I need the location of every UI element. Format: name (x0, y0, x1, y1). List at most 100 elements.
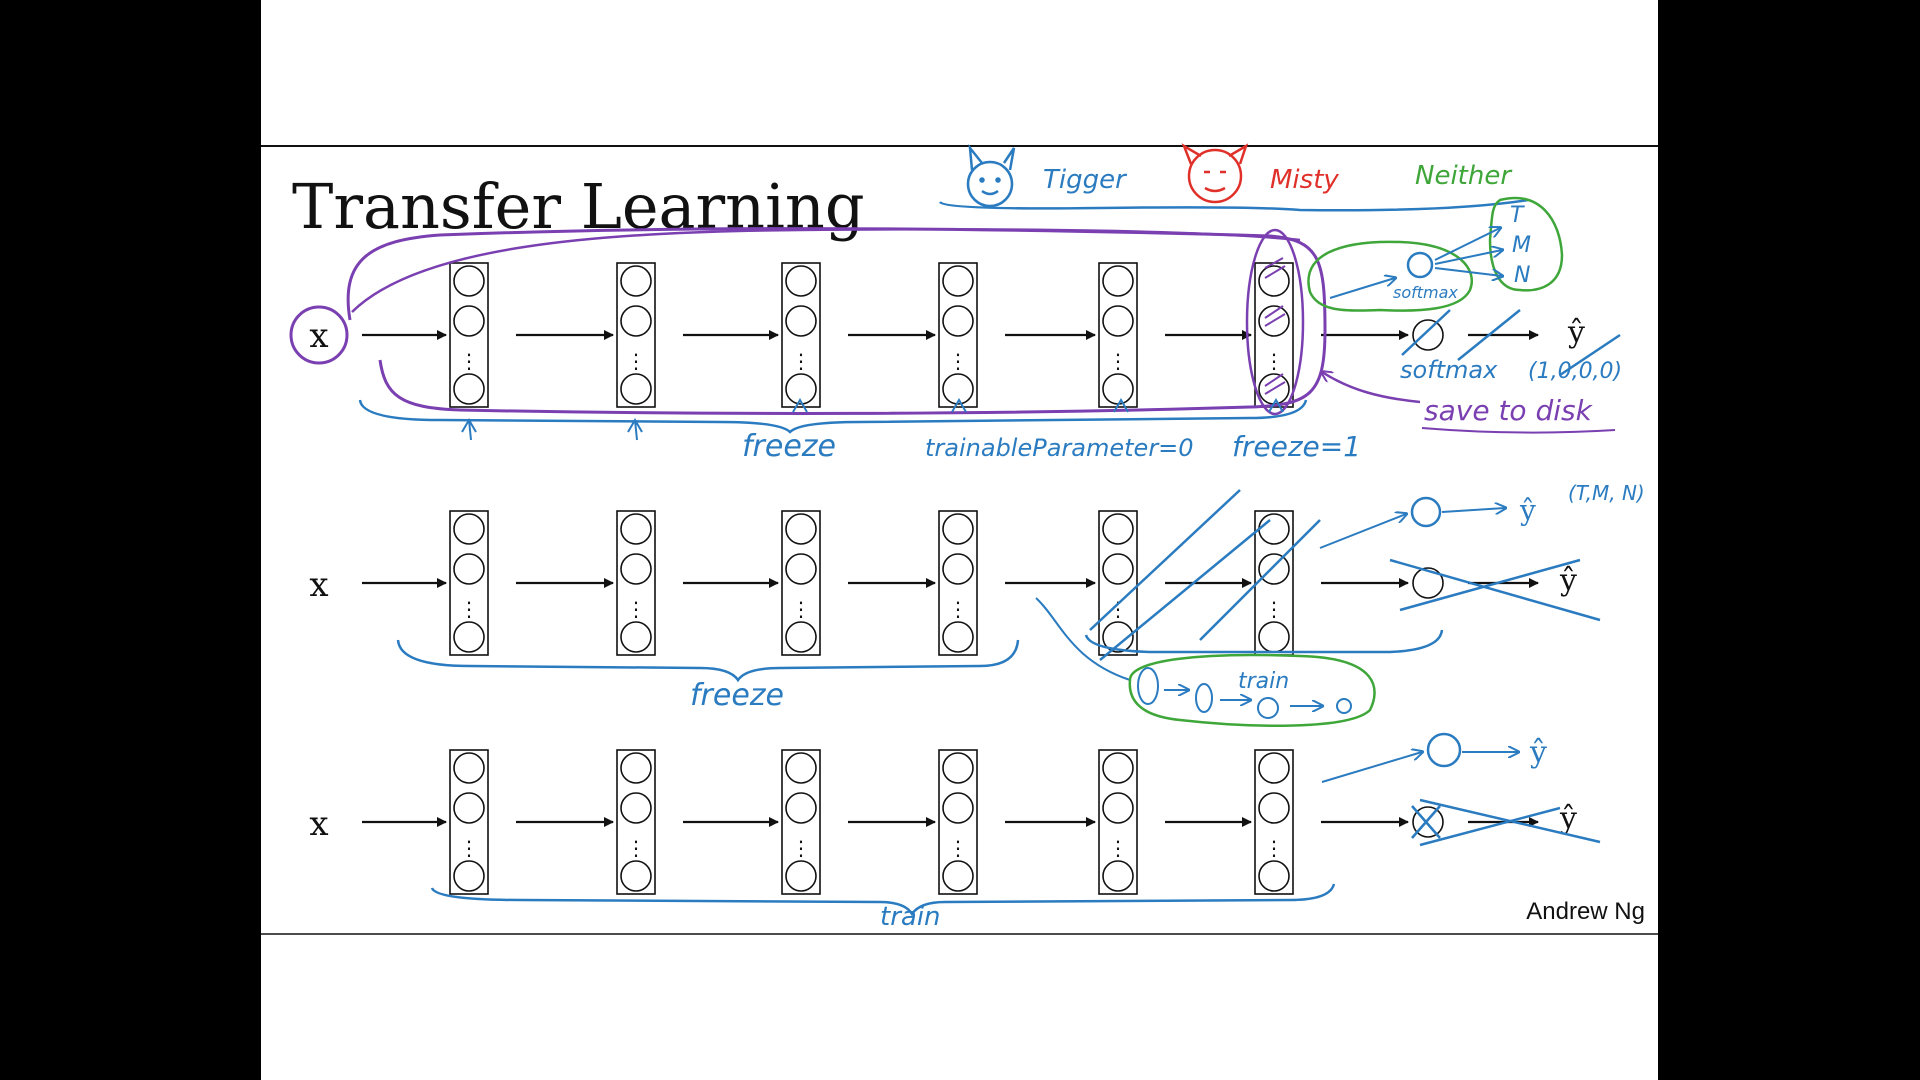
neuron (1258, 305, 1290, 337)
neuron (620, 752, 652, 784)
neuron-ellipsis: ⋮ (791, 836, 811, 860)
hidden-layer: ⋮ (449, 510, 489, 656)
neuron (785, 752, 817, 784)
neuron (453, 860, 485, 892)
trainable-parameter-label: trainableParameter=0 (925, 434, 1194, 462)
legend-underline-brace (938, 198, 1529, 212)
train-pointer-row2 (1035, 597, 1131, 681)
output-unit (1412, 806, 1444, 838)
neuron (620, 621, 652, 653)
neuron (1258, 792, 1290, 824)
neuron-ellipsis: ⋮ (948, 349, 968, 373)
network-row-1: x ⋮⋮⋮⋮⋮⋮ ŷ freeze trainableParameter=0 f… (289, 196, 1622, 464)
tmn-label: (T,M, N) (1568, 481, 1645, 505)
freeze-label-row1: freeze (742, 429, 836, 464)
neuron (620, 860, 652, 892)
neuron (620, 792, 652, 824)
layer-box (1098, 510, 1138, 656)
neuron (785, 373, 817, 405)
layer-box (938, 262, 978, 408)
class-letter-n: N (1514, 263, 1530, 288)
train-detail-cluster (1128, 653, 1376, 727)
neuron (942, 553, 974, 585)
layer-box (781, 510, 821, 656)
neuron-ellipsis: ⋮ (626, 597, 646, 621)
train-label-row3: train (880, 902, 941, 932)
hatched-neurons (1264, 257, 1286, 395)
neuron-ellipsis: ⋮ (1264, 349, 1284, 373)
neuron-ellipsis: ⋮ (948, 836, 968, 860)
input-x-label: x (309, 316, 328, 356)
neuron (1102, 305, 1134, 337)
neuron-ellipsis: ⋮ (1108, 349, 1128, 373)
layer-box (616, 510, 656, 656)
input-x-circle (289, 305, 349, 365)
neuron (620, 305, 652, 337)
tigger-cat-icon (966, 143, 1016, 208)
neuron (1258, 553, 1290, 585)
neuron (942, 792, 974, 824)
freeze-label-row2: freeze (690, 678, 784, 713)
neuron-ellipsis: ⋮ (1264, 597, 1284, 621)
misty-cat-icon (1181, 143, 1249, 204)
layer-box (616, 749, 656, 895)
new-yhat-row3: ŷ (1529, 735, 1547, 770)
hidden-layer: ⋮ (938, 510, 978, 656)
save-to-disk-underline (1421, 427, 1616, 434)
neuron (785, 553, 817, 585)
hidden-layer: ⋮ (616, 510, 656, 656)
hidden-layer: ⋮ (616, 749, 656, 895)
output-yhat-label-row2: ŷ (1559, 563, 1577, 598)
neuron (453, 752, 485, 784)
neuron (785, 860, 817, 892)
layer-box (616, 262, 656, 408)
neuron (942, 305, 974, 337)
neuron (942, 373, 974, 405)
misty-label: Misty (1270, 165, 1339, 195)
row3-new-head-arrows (1321, 752, 1518, 783)
neuron-ellipsis: ⋮ (791, 597, 811, 621)
neuron (453, 305, 485, 337)
new-softmax-unit (1406, 251, 1434, 279)
hidden-layer: ⋮ (1098, 510, 1138, 656)
freeze-brace-row1 (358, 399, 1308, 434)
layer-box (938, 749, 978, 895)
layer-box (1098, 749, 1138, 895)
tigger-label: Tigger (1043, 165, 1128, 195)
neuron (785, 305, 817, 337)
hidden-layer: ⋮ (1254, 749, 1294, 895)
neuron-ellipsis: ⋮ (791, 349, 811, 373)
network-row-2: x ⋮⋮⋮⋮⋮⋮ ŷ ŷ (T,M, N) freeze (309, 481, 1645, 727)
neuron-ellipsis: ⋮ (459, 597, 479, 621)
neuron (453, 553, 485, 585)
output-yhat-label: ŷ (1567, 315, 1585, 350)
neuron (942, 752, 974, 784)
class-legend: Tigger Misty Neither (938, 143, 1529, 212)
neuron (1258, 752, 1290, 784)
one-hot-vector-label: (1,0,0,0) (1528, 359, 1622, 384)
neuron (942, 265, 974, 297)
class-letter-t: T (1510, 203, 1525, 228)
layer-box (938, 510, 978, 656)
row2-new-head-arrows (1319, 508, 1505, 549)
neuron-ellipsis: ⋮ (626, 836, 646, 860)
hidden-layer: ⋮ (449, 749, 489, 895)
neuron (620, 265, 652, 297)
neuron (785, 513, 817, 545)
neuron (1258, 860, 1290, 892)
neuron-ellipsis: ⋮ (1108, 836, 1128, 860)
neuron-ellipsis: ⋮ (626, 349, 646, 373)
neuron (1102, 792, 1134, 824)
layer-box (1254, 749, 1294, 895)
neuron (942, 860, 974, 892)
layer-box (781, 749, 821, 895)
layer-box (781, 262, 821, 408)
new-yhat-row2: ŷ (1519, 494, 1536, 527)
freeze-brace-row2 (396, 639, 1020, 683)
input-x-label-row3: x (309, 804, 328, 844)
new-softmax-cluster (1307, 240, 1473, 312)
neuron (620, 553, 652, 585)
output-yhat-label-row3: ŷ (1559, 801, 1577, 836)
neither-label: Neither (1415, 161, 1513, 191)
neuron-ellipsis: ⋮ (1108, 597, 1128, 621)
